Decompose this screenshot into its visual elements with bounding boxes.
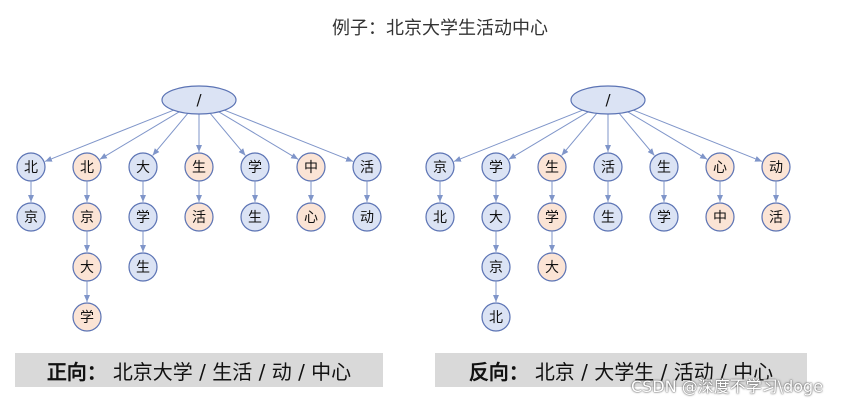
reverse-node-label: 大 [489,210,503,226]
reverse-node-label: 生 [601,210,615,226]
forward-edge-root-2 [152,113,189,156]
forward-node-label: 学 [80,310,94,326]
forward-node-label: 大 [80,260,94,276]
forward-node [240,202,270,232]
reverse-node-label: 中 [713,210,727,226]
forward-caption: 正向： 北京大学 / 生活 / 动 / 中心 [15,353,383,387]
reverse-node [537,252,567,282]
forward-node-label: 心 [304,210,318,226]
reverse-edge-root-5 [627,111,708,160]
forward-node-label: 活 [360,160,374,176]
reverse-node-label: 学 [657,210,671,226]
reverse-node-label: 活 [769,210,783,226]
reverse-edge-root-2 [561,113,598,156]
forward-node-label: 北 [80,160,94,176]
watermark: CSDN @深度不学习\doge [631,377,824,396]
reverse-node-label: 生 [545,160,559,176]
reverse-node [705,202,735,232]
forward-edge-root-6 [224,109,354,162]
forward-node-label: 动 [360,210,374,226]
forward-node-label: 生 [248,210,262,226]
reverse-edge-root-0 [453,109,583,162]
forward-node [128,252,158,282]
forward-node-label: 京 [80,210,94,226]
forward-node [352,202,382,232]
reverse-node-label: 京 [433,160,447,176]
diagram-title: 例子：北京大学生活动中心 [332,18,548,39]
reverse-node-label: 学 [545,210,559,226]
forward-node-label: 大 [136,160,150,176]
reverse-node [425,202,455,232]
forward-root-node [161,85,237,115]
forward-node-label: 京 [24,210,38,226]
forward-edge-root-1 [99,111,180,160]
forward-node-label: 活 [192,210,206,226]
reverse-node-label: 动 [769,160,783,176]
reverse-caption-label: 反向： [468,359,529,384]
reverse-node-label: 北 [433,210,447,226]
reverse-node-label: 京 [489,260,503,276]
reverse-caption: 反向： 北京 / 大学生 / 活动 / 中心 [435,353,807,387]
forward-node [184,202,214,232]
reverse-edge-root-1 [508,111,589,160]
forward-node [72,302,102,332]
reverse-node [481,302,511,332]
reverse-root-label: / [605,91,611,109]
forward-node [16,202,46,232]
forward-node-label: 北 [24,160,38,176]
forward-caption-label: 正向： [46,359,107,384]
reverse-edge-root-6 [633,109,763,162]
reverse-node-label: 生 [657,160,671,176]
forward-edge-root-0 [44,109,174,162]
forward-edge-root-4 [209,113,246,156]
reverse-node-label: 心 [713,160,727,176]
reverse-node [649,202,679,232]
reverse-node-label: 学 [489,160,503,176]
forward-node-label: 生 [192,160,206,176]
reverse-node-label: 大 [545,260,559,276]
reverse-node [593,202,623,232]
reverse-edge-root-4 [618,113,655,156]
forward-node-label: 学 [248,160,262,176]
forward-node [296,202,326,232]
forward-node-label: 中 [304,160,318,176]
forward-node-label: 学 [136,210,150,226]
reverse-caption-text: 北京 / 大学生 / 活动 / 中心 [534,359,774,384]
reverse-node [761,202,791,232]
reverse-node-label: 北 [489,310,503,326]
forward-root-label: / [196,91,202,109]
forward-node-label: 生 [136,260,150,276]
reverse-node-label: 活 [601,160,615,176]
forward-caption-text: 北京大学 / 生活 / 动 / 中心 [112,359,352,384]
forward-edge-root-5 [218,111,299,160]
reverse-root-node [570,85,646,115]
